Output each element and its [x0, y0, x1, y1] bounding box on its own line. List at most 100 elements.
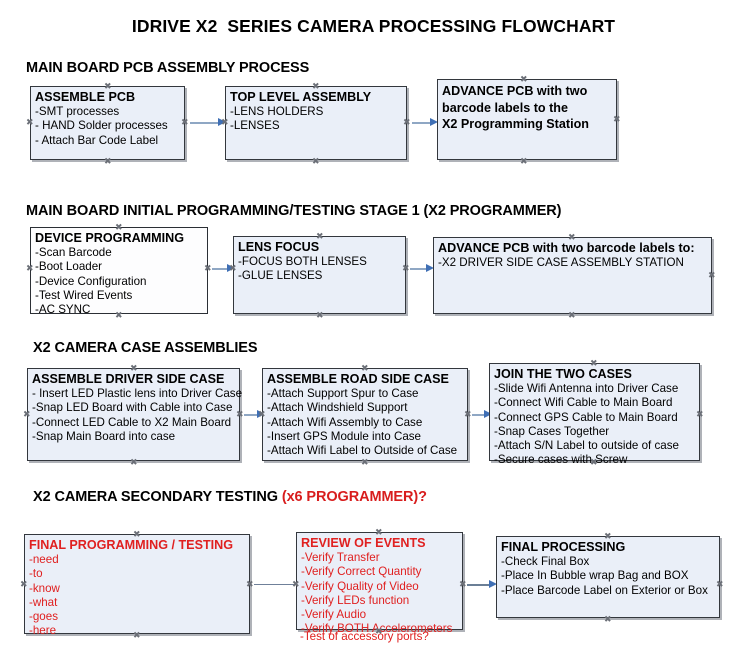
section-heading-x2-camera-case-assemblies: X2 CAMERA CASE ASSEMBLIES [33, 340, 258, 356]
node-assemble-driver-side-case[interactable]: ASSEMBLE DRIVER SIDE CASE - Insert LED P… [27, 368, 243, 461]
node-line: -Verify Transfer [301, 551, 380, 564]
node-advance-pcb-x2-programming-station[interactable]: ADVANCE PCB with two barcode labels to t… [437, 79, 617, 160]
connector-driver-case-to-road-case [244, 414, 259, 416]
connection-handle-icon[interactable]: ✖ [130, 457, 138, 467]
connection-handle-icon[interactable]: ✖ [26, 263, 34, 273]
node-line: -Boot Loader [35, 260, 103, 274]
node-line: -Place Barcode Label on Exterior or Box [501, 583, 708, 597]
connection-handle-icon[interactable]: ✖ [133, 529, 141, 539]
node-top-level-assembly[interactable]: TOP LEVEL ASSEMBLY -LENS HOLDERS -LENSES [225, 86, 407, 160]
connection-handle-icon[interactable]: ✖ [568, 232, 576, 242]
node-line: -Attach Support Spur to Case [267, 387, 419, 400]
node-title: REVIEW OF EVENTS [301, 536, 426, 550]
connection-handle-icon[interactable]: ✖ [568, 310, 576, 320]
node-line: -Connect LED Cable to X2 Main Board [32, 415, 232, 429]
node-line: -know [29, 581, 60, 595]
node-line: -Verify LEDs function [301, 593, 410, 607]
node-line: -Place In Bubble wrap Bag and BOX [501, 569, 689, 583]
node-line: -Scan Barcode [35, 246, 112, 259]
arrowhead-icon [484, 410, 492, 418]
node-title: DEVICE PROGRAMMING [35, 231, 185, 245]
connection-handle-icon[interactable]: ✖ [708, 270, 716, 280]
connection-handle-icon[interactable]: ✖ [204, 263, 212, 273]
node-line: -Attach Windshield Support [267, 401, 408, 415]
connection-handle-icon[interactable]: ✖ [403, 117, 411, 127]
node-line: -need [29, 553, 59, 566]
node-final-programming-testing[interactable]: FINAL PROGRAMMING / TESTING -need -to -k… [24, 534, 250, 637]
connection-handle-icon[interactable]: ✖ [312, 81, 320, 91]
node-final-processing[interactable]: FINAL PROCESSING -Check Final Box -Place… [496, 536, 720, 618]
connection-handle-icon[interactable]: ✖ [115, 222, 123, 232]
node-line: -LENSES [230, 119, 280, 133]
connection-handle-icon[interactable]: ✖ [459, 579, 467, 589]
connection-handle-icon[interactable]: ✖ [181, 117, 189, 127]
connection-handle-icon[interactable]: ✖ [104, 156, 112, 166]
connector-top-level-to-advance-pcb [412, 122, 432, 124]
node-assemble-road-side-case[interactable]: ASSEMBLE ROAD SIDE CASE -Attach Support … [262, 368, 468, 461]
node-review-of-events[interactable]: REVIEW OF EVENTS -Verify Transfer -Verif… [296, 532, 463, 635]
node-join-the-two-cases[interactable]: JOIN THE TWO CASES -Slide Wifi Antenna i… [489, 363, 700, 466]
arrowhead-icon [257, 410, 265, 418]
node-line: -Slide Wifi Antenna into Driver Case [494, 382, 679, 395]
node-title: ADVANCE PCB with two barcode labels to t… [442, 84, 589, 131]
arrowhead-icon [489, 580, 497, 588]
node-line: -Connect GPS Cable to Main Board [494, 410, 678, 424]
connection-handle-icon[interactable]: ✖ [716, 579, 724, 589]
connection-handle-icon[interactable]: ✖ [104, 81, 112, 91]
connection-handle-icon[interactable]: ✖ [23, 409, 31, 419]
node-line: -GLUE LENSES [238, 269, 323, 283]
connection-handle-icon[interactable]: ✖ [604, 614, 612, 624]
connection-handle-icon[interactable]: ✖ [26, 117, 34, 127]
node-overflow-line-review-of-events: -Test of accessory ports? [300, 630, 429, 643]
connection-handle-icon[interactable]: ✖ [464, 409, 472, 419]
connection-handle-icon[interactable]: ✖ [221, 117, 229, 127]
connection-handle-icon[interactable]: ✖ [520, 156, 528, 166]
connection-handle-icon[interactable]: ✖ [613, 114, 621, 124]
node-device-programming[interactable]: DEVICE PROGRAMMING -Scan Barcode -Boot L… [30, 227, 208, 316]
connection-handle-icon[interactable]: ✖ [133, 630, 141, 640]
node-line: -Snap LED Board with Cable into Case [32, 401, 233, 415]
node-line: -Verify Audio [301, 608, 367, 622]
section-heading-main-board-pcb-assembly: MAIN BOARD PCB ASSEMBLY PROCESS [26, 60, 310, 76]
connection-handle-icon[interactable]: ✖ [361, 457, 369, 467]
node-line: - Insert LED Plastic lens into Driver Ca… [32, 387, 243, 400]
connection-handle-icon[interactable]: ✖ [246, 579, 254, 589]
section-heading-x2-camera-secondary-testing: X2 CAMERA SECONDARY TESTING (x6 PROGRAMM… [33, 489, 427, 505]
connector-device-programming-to-lens-focus [212, 268, 229, 270]
node-line: -Test Wired Events [35, 288, 133, 302]
connection-handle-icon[interactable]: ✖ [375, 527, 383, 537]
connection-handle-icon[interactable]: ✖ [520, 74, 528, 84]
connection-handle-icon[interactable]: ✖ [316, 310, 324, 320]
connection-handle-icon[interactable]: ✖ [115, 310, 123, 320]
node-line: -Verify Quality of Video [301, 579, 419, 593]
connection-handle-icon[interactable]: ✖ [292, 579, 300, 589]
connection-handle-icon[interactable]: ✖ [604, 531, 612, 541]
connector-lens-focus-to-advance-pcb [410, 268, 428, 270]
node-lens-focus[interactable]: LENS FOCUS -FOCUS BOTH LENSES -GLUE LENS… [233, 236, 406, 314]
connection-handle-icon[interactable]: ✖ [312, 156, 320, 166]
connection-handle-icon[interactable]: ✖ [236, 409, 244, 419]
connection-handle-icon[interactable]: ✖ [696, 409, 704, 419]
connection-handle-icon[interactable]: ✖ [316, 231, 324, 241]
node-title: ASSEMBLE ROAD SIDE CASE [267, 372, 449, 386]
node-advance-pcb-driver-side-case[interactable]: ADVANCE PCB with two barcode labels to: … [433, 237, 712, 314]
node-line: -Insert GPS Module into Case [267, 429, 422, 443]
node-assemble-pcb[interactable]: ASSEMBLE PCB -SMT processes - HAND Solde… [30, 86, 185, 160]
connection-handle-icon[interactable]: ✖ [20, 579, 28, 589]
connection-handle-icon[interactable]: ✖ [229, 263, 237, 273]
connection-handle-icon[interactable]: ✖ [590, 358, 598, 368]
connection-handle-icon[interactable]: ✖ [361, 363, 369, 373]
connection-handle-icon[interactable]: ✖ [590, 457, 598, 467]
connection-handle-icon[interactable]: ✖ [402, 263, 410, 273]
node-title: ASSEMBLE PCB [35, 90, 136, 104]
node-line: -LENS HOLDERS [230, 105, 324, 118]
node-title: TOP LEVEL ASSEMBLY [230, 90, 372, 104]
connector-final-programming-to-review [254, 584, 299, 586]
node-line: -Verify Correct Quantity [301, 565, 422, 579]
connection-handle-icon[interactable]: ✖ [375, 626, 383, 636]
node-title: ASSEMBLE DRIVER SIDE CASE [32, 372, 225, 386]
connection-handle-icon[interactable]: ✖ [130, 363, 138, 373]
node-line: -Snap Main Board into case [32, 429, 176, 443]
connection-handle-icon[interactable]: ✖ [258, 409, 266, 419]
node-line: -goes [29, 610, 59, 624]
